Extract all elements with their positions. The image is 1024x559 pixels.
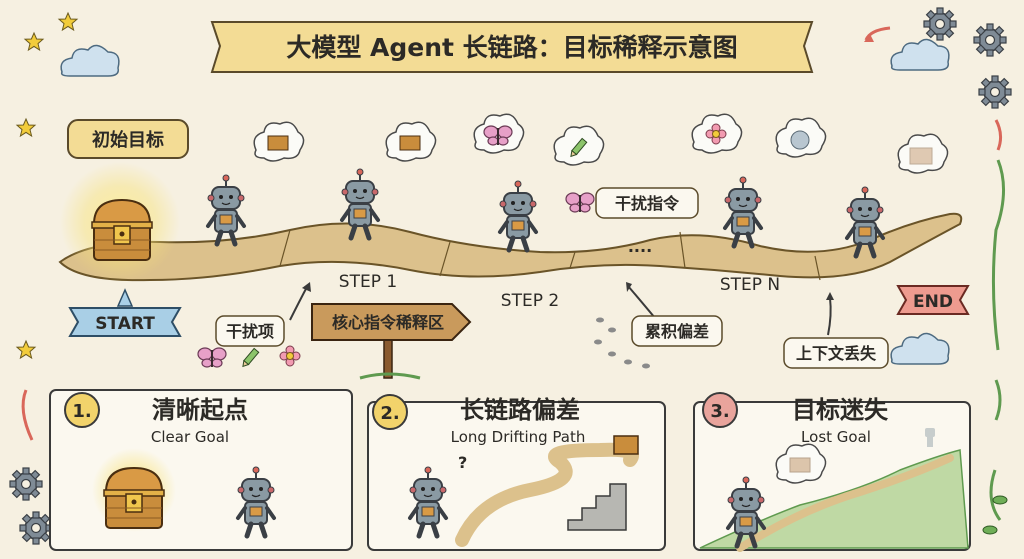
faded-chest-icon	[909, 147, 933, 165]
arrow-head-icon	[864, 34, 874, 42]
title: 大模型 Agent 长链路：目标稀释示意图	[286, 33, 737, 62]
panel-number: 2.	[380, 403, 399, 424]
panel-subtitle: Long Drifting Path	[451, 428, 586, 446]
grass-icon	[359, 372, 421, 380]
panel-title: 目标迷失	[792, 396, 889, 424]
leaf-icon	[982, 525, 998, 535]
panel-number-badge	[372, 394, 408, 430]
path-segment-line	[569, 251, 576, 269]
panel-long-drifting-path: 2. 长链路偏差 Long Drifting Path ?	[367, 394, 666, 551]
panel-subtitle: Lost Goal	[801, 428, 871, 446]
arrow-icon	[994, 119, 1003, 151]
arrow-head-icon	[302, 282, 311, 292]
title-banner	[210, 21, 814, 73]
panel-title: 清晰起点	[152, 396, 248, 424]
end-banner	[896, 285, 970, 315]
dots-label: ....	[628, 237, 652, 256]
question-mark-icon: ?	[458, 453, 467, 472]
footprints-icon	[594, 317, 650, 369]
step2-label: STEP 2	[501, 291, 559, 311]
arrow-head-icon	[826, 292, 834, 300]
interference-cmd-box	[595, 187, 699, 219]
arrow-icon	[827, 297, 832, 336]
leaf-stem-icon	[989, 469, 1002, 521]
accumulated-bias-box	[631, 315, 723, 347]
arrow-head-icon	[626, 282, 632, 292]
gear-icon	[923, 7, 957, 41]
start-pointer-icon	[116, 288, 134, 307]
grey-cloud-icon	[790, 130, 810, 150]
path-segment-line	[439, 241, 451, 277]
panel-number-badge	[702, 392, 738, 428]
panel-number: 3.	[710, 401, 729, 422]
signpost-label: 核心指令稀释区	[332, 313, 444, 332]
butterfly-icon	[197, 347, 227, 368]
end-label: END	[913, 292, 953, 312]
interference-cmd-label: 干扰指令	[615, 194, 680, 213]
stepn-label: STEP N	[720, 275, 780, 295]
butterfly-icon	[483, 125, 513, 146]
path-segment-line	[679, 231, 686, 269]
gear-icon	[973, 23, 1007, 57]
start-banner	[68, 307, 182, 337]
step1-label: STEP 1	[339, 272, 397, 292]
panel-number-badge	[64, 392, 100, 428]
path-segment-line	[814, 255, 821, 281]
treasure-chest-icon	[91, 199, 153, 261]
interference-item-box	[215, 315, 285, 347]
arrow-icon	[21, 389, 34, 441]
treasure-chest-icon	[399, 135, 421, 151]
butterfly-icon	[565, 192, 595, 213]
treasure-chest-icon	[613, 435, 639, 455]
fading-path	[736, 454, 954, 552]
initial-goal-label: 初始目标	[92, 129, 164, 151]
gear-icon	[19, 511, 53, 545]
panel-number: 1.	[72, 401, 91, 422]
panel-subtitle: Clear Goal	[151, 428, 229, 446]
treasure-chest-icon	[103, 467, 165, 529]
initial-goal-bubble	[67, 119, 189, 159]
panel-clear-goal: 1. 清晰起点 Clear Goal	[49, 389, 353, 551]
signpost-board	[311, 303, 472, 341]
leaf-icon	[992, 495, 1008, 505]
context-loss-label: 上下文丢失	[796, 344, 877, 363]
panel-title: 长链路偏差	[460, 396, 580, 424]
distant-robot-icon	[925, 428, 935, 447]
staircase-icon	[567, 483, 627, 531]
faded-chest-icon	[789, 457, 811, 473]
panel-lost-goal: 3. 目标迷失 Lost Goal	[693, 392, 971, 552]
gear-icon	[9, 467, 43, 501]
winding-path	[58, 212, 963, 282]
gear-icon	[978, 75, 1012, 109]
arrow-icon	[994, 379, 1002, 421]
accumulated-bias-label: 累积偏差	[645, 322, 709, 341]
treasure-chest-icon	[267, 135, 289, 151]
context-loss-box	[783, 337, 889, 369]
arrow-icon	[991, 159, 1006, 351]
path-segment-line	[279, 229, 291, 267]
interference-item-label: 干扰项	[226, 322, 274, 341]
arrow-icon	[627, 285, 656, 319]
start-label: START	[95, 314, 155, 334]
